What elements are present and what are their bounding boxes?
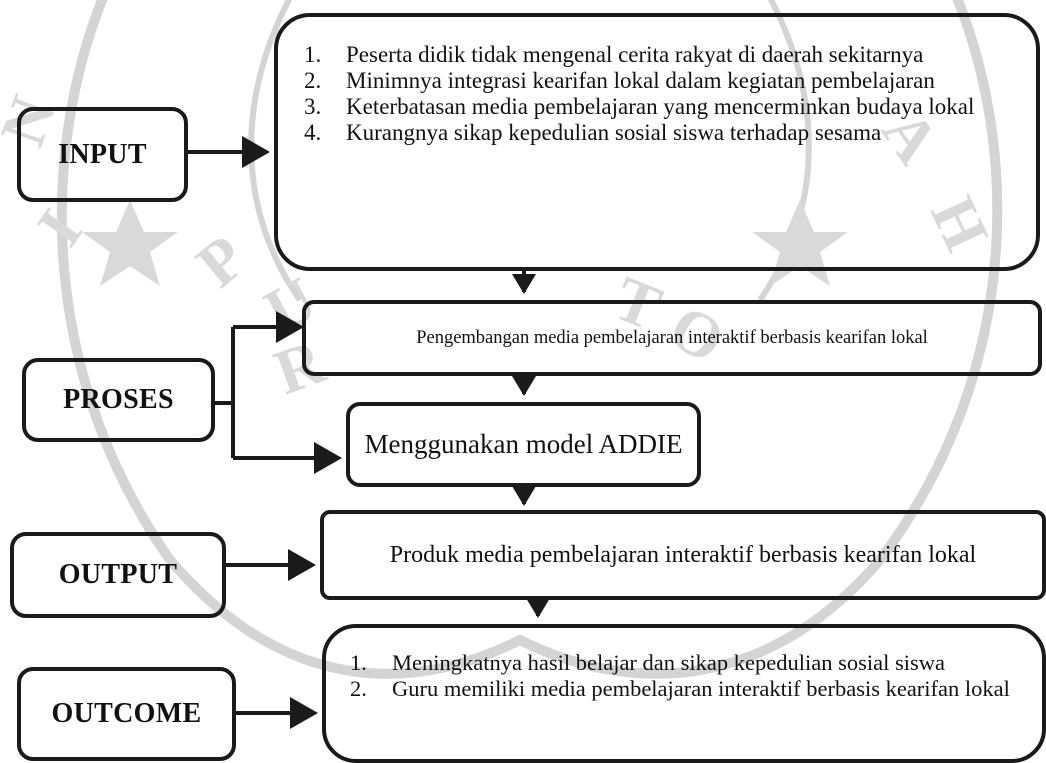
- input-list: 1.Peserta didik tidak mengenal cerita ra…: [304, 42, 1008, 146]
- list-item: 2.Minimnya integrasi kearifan lokal dala…: [304, 68, 935, 93]
- input-label-box: INPUT: [17, 107, 188, 202]
- proses-model-box: Menggunakan model ADDIE: [346, 402, 701, 487]
- output-label: OUTPUT: [58, 559, 178, 590]
- proses-pengembangan-text: Pengembangan media pembelajaran interakt…: [416, 327, 928, 348]
- outcome-label-box: OUTCOME: [17, 667, 236, 761]
- proses-label-box: PROSES: [22, 358, 215, 442]
- list-item: 1.Meningkatnya hasil belajar dan sikap k…: [350, 650, 945, 675]
- list-item: 4.Kurangnya sikap kepedulian sosial sisw…: [304, 120, 882, 145]
- outcome-list-box: 1.Meningkatnya hasil belajar dan sikap k…: [322, 624, 1046, 763]
- output-label-box: OUTPUT: [10, 532, 226, 618]
- list-item: 2.Guru memiliki media pembelajaran inter…: [350, 676, 1010, 701]
- list-item: 1.Peserta didik tidak mengenal cerita ra…: [304, 42, 924, 67]
- proses-pengembangan-box: Pengembangan media pembelajaran interakt…: [302, 300, 1042, 376]
- input-list-box: 1.Peserta didik tidak mengenal cerita ra…: [274, 13, 1040, 271]
- list-item: 3.Keterbatasan media pembelajaran yang m…: [304, 94, 975, 119]
- svg-text:P: P: [183, 221, 259, 301]
- outcome-label: OUTCOME: [51, 698, 202, 729]
- input-label: INPUT: [58, 138, 147, 170]
- outcome-list: 1.Meningkatnya hasil belajar dan sikap k…: [350, 650, 1020, 702]
- proses-label: PROSES: [63, 384, 174, 415]
- output-box: Produk media pembelajaran interaktif ber…: [320, 510, 1046, 600]
- proses-model-text: Menggunakan model ADDIE: [364, 429, 683, 459]
- output-text: Produk media pembelajaran interaktif ber…: [389, 542, 977, 568]
- svg-text:I: I: [23, 197, 95, 258]
